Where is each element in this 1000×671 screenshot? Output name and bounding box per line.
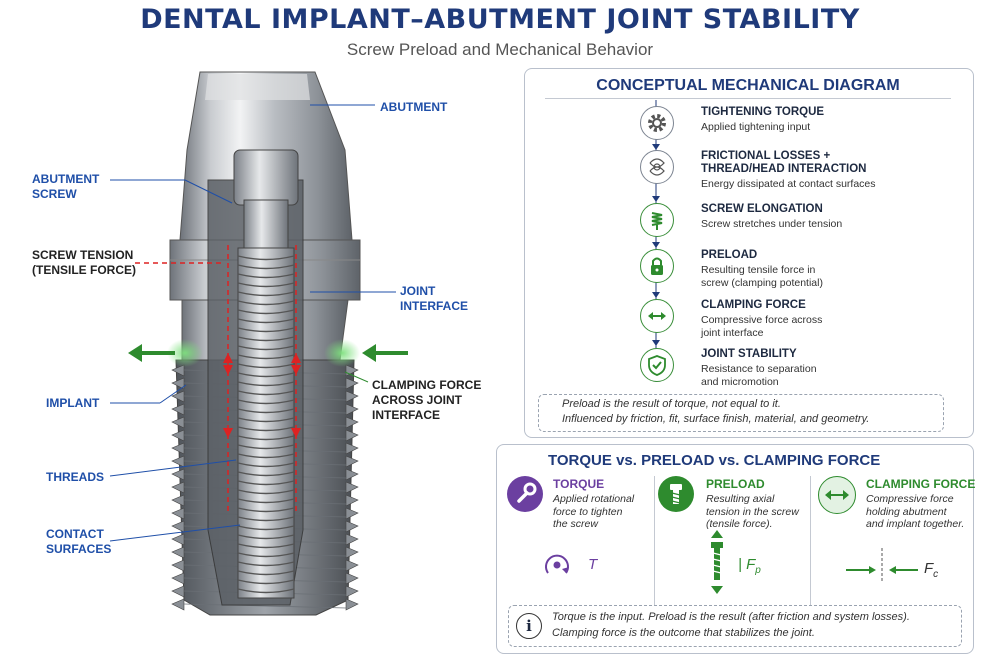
preload-note-2: Influenced by friction, fit, surface fin…: [562, 413, 870, 425]
clamping-desc: Compressive force holding abutment and i…: [866, 493, 965, 530]
conceptual-title: CONCEPTUAL MECHANICAL DIAGRAM: [596, 77, 900, 94]
page-title: DENTAL IMPLANT–ABUTMENT JOINT STABILITY: [140, 4, 860, 35]
info-text-2: Clamping force is the outcome that stabi…: [552, 627, 815, 639]
double-arrow-icon: [640, 299, 674, 333]
gear-icon: [640, 106, 674, 140]
preload-head: PRELOAD: [706, 477, 765, 491]
screw-shaft: [237, 247, 295, 599]
label-contact-surfaces: CONTACT SURFACES: [46, 527, 112, 556]
page-subtitle: Screw Preload and Mechanical Behavior: [346, 40, 654, 59]
step-preload: PRELOAD Resulting tensile force in screw…: [640, 249, 970, 293]
clamping-head: CLAMPING FORCE: [866, 477, 976, 491]
preload-screw-arrows-icon: [711, 530, 723, 594]
step-clamping-force: CLAMPING FORCE Compressive force across …: [640, 299, 970, 343]
info-text-1: Torque is the input. Preload is the resu…: [552, 611, 910, 623]
step-screw-elongation: SCREW ELONGATION Screw stretches under t…: [640, 203, 970, 247]
screw-icon: [658, 476, 694, 512]
clamping-arrows-diagram: [846, 548, 918, 582]
comparison-title: TORQUE vs. PRELOAD vs. CLAMPING FORCE: [548, 452, 881, 469]
info-icon: i: [516, 613, 542, 639]
label-joint-interface: JOINT INTERFACE: [400, 284, 469, 313]
label-screw-tension: SCREW TENSION (TENSILE FORCE): [32, 248, 136, 277]
label-threads: THREADS: [46, 470, 105, 484]
label-implant: IMPLANT: [46, 396, 100, 410]
info-box: [508, 605, 962, 647]
label-abutment-screw: ABUTMENT SCREW: [32, 172, 100, 201]
preload-note-1: Preload is the result of torque, not equ…: [562, 398, 781, 410]
torque-rotation-icon: [545, 554, 569, 574]
preload-desc: Resulting axial tension in the screw (te…: [706, 493, 799, 530]
clamping-symbol: Fc: [924, 560, 939, 580]
torque-symbol: T: [588, 556, 598, 573]
shield-check-icon: [640, 348, 674, 382]
torque-head: TORQUE: [553, 477, 605, 491]
wrench-icon: [507, 476, 543, 512]
friction-icon: [640, 150, 674, 184]
lock-icon: [640, 249, 674, 283]
comparison-panel: [496, 444, 974, 654]
step-tightening-torque: TIGHTENING TORQUE Applied tightening inp…: [640, 106, 970, 150]
screw-threads: [237, 255, 295, 594]
conceptual-panel: [524, 68, 974, 438]
label-abutment: ABUTMENT: [380, 100, 448, 114]
step-frictional-losses: FRICTIONAL LOSSES + THREAD/HEAD INTERACT…: [640, 150, 970, 194]
label-clamping-force: CLAMPING FORCE ACROSS JOINT INTERFACE: [372, 378, 482, 422]
preload-symbol: | Fp: [738, 556, 761, 576]
clamp-arrows-icon: [818, 476, 856, 514]
flow-connector: [652, 100, 660, 382]
torque-desc: Applied rotational force to tighten the …: [553, 493, 635, 530]
implant-illustration: [109, 71, 408, 616]
spring-icon: [640, 203, 674, 237]
screw-head: [233, 149, 299, 206]
step-joint-stability: JOINT STABILITY Resistance to separation…: [640, 348, 970, 392]
preload-note-box: [538, 394, 944, 432]
